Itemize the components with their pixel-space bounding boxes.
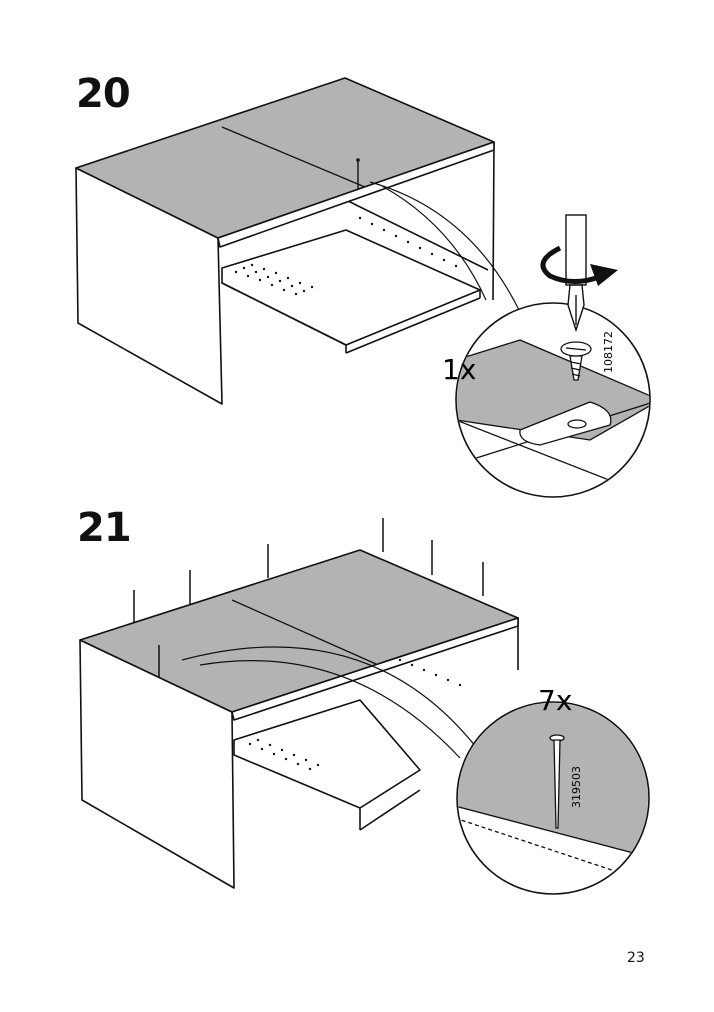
perforation-dots: [234, 216, 458, 296]
step-21-quantity: 7x: [538, 684, 572, 717]
nail-icon: [549, 734, 565, 829]
cabinet-icon: [79, 549, 519, 889]
detail-circle: [455, 302, 651, 498]
step-21-number: 21: [77, 505, 132, 551]
perforation-dots: [248, 658, 462, 771]
step-20-part-number: 108172: [602, 331, 615, 373]
step-20-number: 20: [76, 71, 131, 117]
step-21-illustration: 7x 319503: [79, 518, 650, 895]
page-number: 23: [627, 950, 645, 966]
cabinet-icon: [75, 77, 495, 405]
detail-circle: [456, 701, 650, 895]
step-20-illustration: 1x 108172: [75, 77, 651, 498]
rotation-arrow-icon: [540, 245, 618, 286]
phillips-screwdriver-icon: [565, 214, 587, 333]
step-21-part-number: 319503: [570, 766, 583, 808]
step-20-quantity: 1x: [442, 353, 476, 386]
nail-markers: [133, 518, 484, 678]
screw-icon: [560, 341, 592, 381]
